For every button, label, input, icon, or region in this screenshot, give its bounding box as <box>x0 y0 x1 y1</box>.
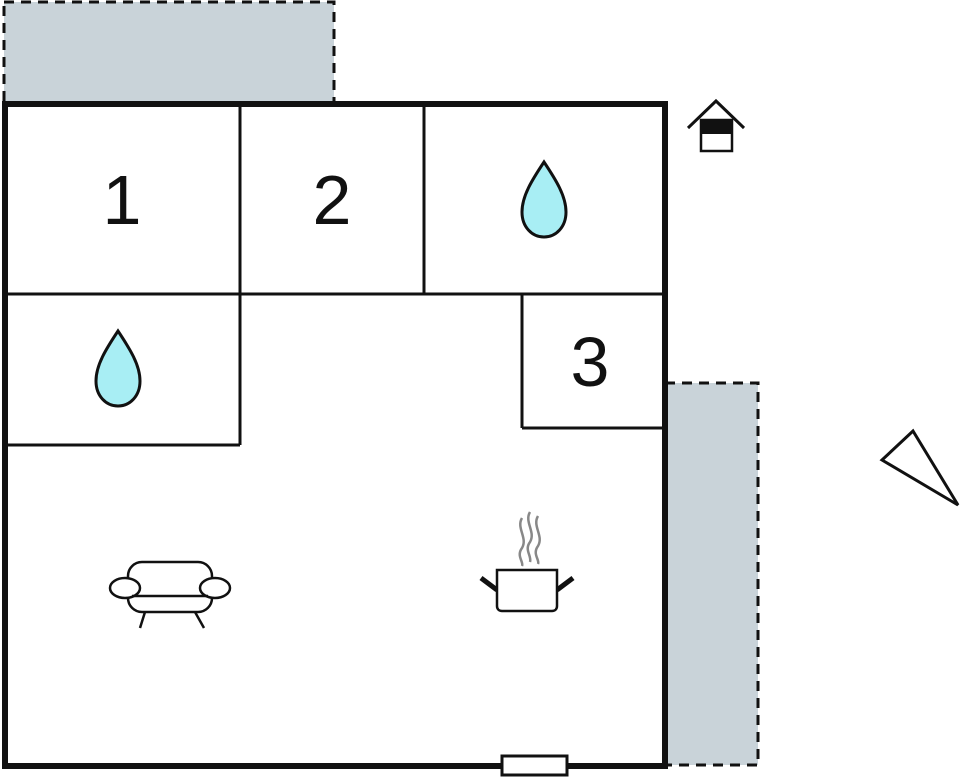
sofa-icon <box>108 560 232 629</box>
terrace-top <box>2 0 336 106</box>
entrance-door <box>500 754 569 777</box>
room-label-3: 3 <box>571 323 610 401</box>
water-drop-icon <box>94 328 142 408</box>
water-drop-icon <box>520 159 568 239</box>
cooking-pot-icon <box>479 511 575 613</box>
entrance-house-icon <box>686 98 746 153</box>
room-label-2: 2 <box>313 161 352 239</box>
north-arrow-icon <box>879 428 960 507</box>
terrace-right <box>663 381 760 767</box>
room-label-1: 1 <box>103 161 142 239</box>
interior-walls <box>5 107 662 447</box>
